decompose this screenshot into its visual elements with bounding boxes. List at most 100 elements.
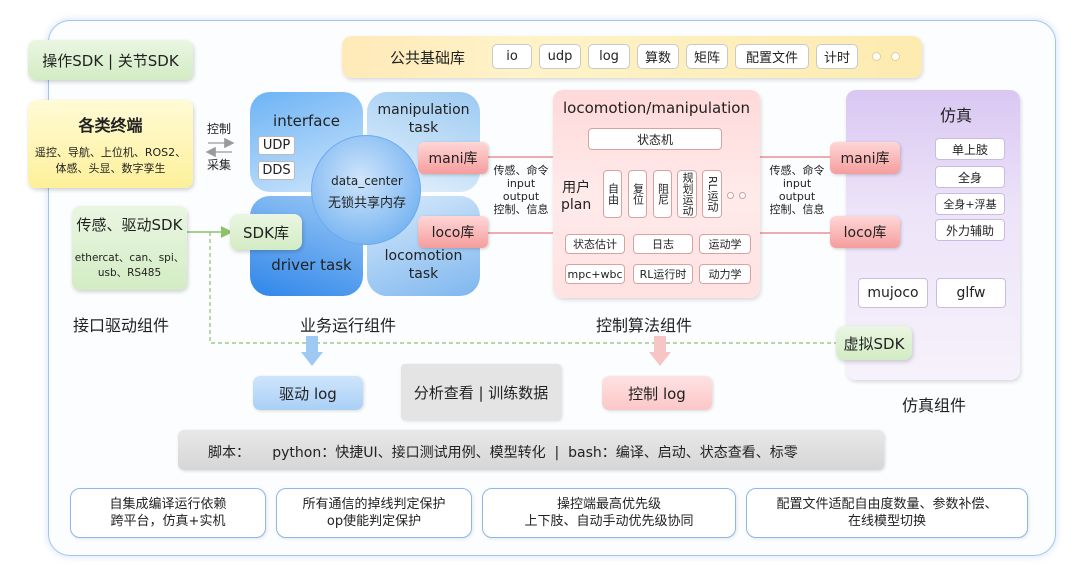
rl-runtime: RL运行时 bbox=[633, 264, 693, 284]
mpc-wbc: mpc+wbc bbox=[565, 264, 625, 284]
engine-mujoco: mujoco bbox=[858, 278, 928, 308]
group-label-control-algo: 控制算法组件 bbox=[596, 316, 693, 335]
sensor-sdk-box: 传感、驱动SDK ethercat、can、spi、 usb、RS485 bbox=[72, 206, 187, 290]
feature-3-line2: 上下肢、自动手动优先级协同 bbox=[524, 514, 694, 529]
kinematics: 运动学 bbox=[699, 234, 751, 254]
manipulation-label-1: manipulation bbox=[377, 102, 470, 118]
control-title: locomotion/manipulation bbox=[563, 99, 750, 117]
sim-whole-body: 全身 bbox=[935, 166, 1005, 188]
virtual-sdk-dashed-line bbox=[209, 232, 836, 344]
right-flow-3: output bbox=[778, 190, 816, 203]
manipulation-label-2: task bbox=[408, 120, 439, 136]
sim-mani-lib: mani库 bbox=[830, 142, 900, 174]
analysis-box: 分析查看 | 训练数据 bbox=[401, 364, 561, 420]
state-damping: 阻尼 bbox=[653, 170, 672, 218]
right-flow-2: input bbox=[782, 177, 812, 190]
script-text: 脚本： python：快捷UI、接口测试用例、模型转化 | bash：编译、启动… bbox=[208, 445, 798, 461]
sim-floating-base: 全身+浮基 bbox=[935, 193, 1005, 215]
lib-math: 算数 bbox=[637, 44, 679, 69]
engine-glfw: glfw bbox=[936, 278, 1006, 308]
logging: 日志 bbox=[633, 234, 693, 254]
sensor-sdk-line1: ethercat、can、spi、 bbox=[74, 252, 185, 264]
public-lib-title: 公共基础库 bbox=[390, 49, 466, 67]
public-lib-bar: 公共基础库 io udp log 算数 矩阵 配置文件 计时 bbox=[342, 36, 922, 78]
left-flow-2: input bbox=[506, 177, 536, 190]
feature-box-1: 自集成编译运行依赖 跨平台，仿真+实机 bbox=[70, 488, 266, 538]
script-bar: 脚本： python：快捷UI、接口测试用例、模型转化 | bash：编译、启动… bbox=[178, 430, 884, 470]
sensor-sdk-title: 传感、驱动SDK bbox=[76, 216, 183, 234]
state-more-dot-2 bbox=[739, 192, 746, 199]
sim-force-assist: 外力辅助 bbox=[935, 219, 1005, 241]
feature-1-line2: 跨平台，仿真+实机 bbox=[110, 514, 226, 529]
right-flow-1: 传感、命令 bbox=[769, 164, 825, 177]
interface-label: interface bbox=[273, 112, 340, 130]
data-center-circle: data_center 无锁共享内存 bbox=[311, 135, 421, 245]
state-machine-box: 状态机 bbox=[588, 128, 722, 150]
terminals-items-1: 遥控、导航、上位机、ROS2、 bbox=[34, 146, 187, 159]
user-plan-2: plan bbox=[561, 197, 592, 213]
state-rl-motion: RL运动 bbox=[702, 170, 722, 218]
user-plan-1: 用户 bbox=[562, 180, 591, 196]
feature-box-3: 操控端最高优先级 上下肢、自动手动优先级协同 bbox=[482, 488, 736, 538]
feature-3-line1: 操控端最高优先级 bbox=[556, 497, 661, 512]
terminals-title: 各类终端 bbox=[78, 116, 143, 135]
left-flow-labels: 传感、命令 input output 控制、信息 bbox=[490, 164, 552, 216]
collect-label: 采集 bbox=[207, 158, 232, 172]
left-flow-4: 控制、信息 bbox=[493, 203, 549, 216]
simulation-title: 仿真 bbox=[939, 106, 972, 125]
dynamics: 动力学 bbox=[699, 264, 751, 284]
group-label-interface-driver: 接口驱动组件 bbox=[73, 316, 170, 335]
right-flow-labels: 传感、命令 input output 控制、信息 bbox=[764, 164, 830, 216]
drive-log-box: 驱动 log bbox=[253, 376, 363, 410]
terminals-box: 各类终端 遥控、导航、上位机、ROS2、 体感、头显、数字孪生 bbox=[28, 100, 193, 188]
lib-matrix: 矩阵 bbox=[686, 44, 728, 69]
feature-1-line1: 自集成编译运行依赖 bbox=[109, 497, 227, 512]
feature-box-2: 所有通信的掉线判定保护 op使能判定保护 bbox=[276, 488, 472, 538]
group-label-simulation: 仿真组件 bbox=[902, 396, 967, 415]
group-label-business: 业务运行组件 bbox=[300, 316, 397, 335]
udp-tag: UDP bbox=[258, 136, 295, 155]
operation-sdk-box: 操作SDK | 关节SDK bbox=[28, 40, 193, 80]
state-free: 自由 bbox=[603, 170, 622, 218]
lib-udp: udp bbox=[539, 44, 581, 69]
drive-log-arrow bbox=[301, 336, 323, 366]
lib-config: 配置文件 bbox=[735, 44, 809, 69]
control-log-arrow bbox=[649, 336, 671, 366]
feature-2-line2: op使能判定保护 bbox=[326, 514, 422, 529]
locomotion-label-1: locomotion bbox=[384, 248, 463, 264]
lib-timer: 计时 bbox=[816, 44, 858, 69]
dds-tag: DDS bbox=[258, 161, 295, 180]
feature-2-line1: 所有通信的掉线判定保护 bbox=[302, 497, 446, 512]
sim-single-arm: 单上肢 bbox=[935, 138, 1005, 160]
control-label: 控制 bbox=[207, 122, 232, 136]
feature-4-line2: 在线模型切换 bbox=[847, 514, 926, 529]
lib-io: io bbox=[492, 44, 532, 69]
control-algo-box: locomotion/manipulation 状态机 用户 plan 自由 复… bbox=[553, 90, 760, 298]
right-flow-4: 控制、信息 bbox=[769, 203, 825, 216]
feature-box-4: 配置文件适配自由度数量、参数补偿、 在线模型切换 bbox=[746, 488, 1028, 538]
state-reset: 复位 bbox=[628, 170, 647, 218]
sim-loco-lib: loco库 bbox=[830, 216, 900, 248]
terminals-items-2: 体感、头显、数字孪生 bbox=[55, 162, 166, 175]
sensor-sdk-line2: usb、RS485 bbox=[97, 267, 162, 279]
user-plan-label: 用户 plan bbox=[561, 180, 591, 214]
shared-memory-label: 无锁共享内存 bbox=[327, 196, 406, 211]
locomotion-label-2: task bbox=[408, 266, 439, 282]
left-flow-1: 传感、命令 bbox=[493, 164, 549, 177]
state-more-dot-1 bbox=[727, 192, 734, 199]
sdk-lib-box: SDK库 bbox=[230, 214, 302, 250]
data-center-label: data_center bbox=[331, 174, 403, 188]
control-log-box: 控制 log bbox=[602, 376, 712, 410]
lib-log: log bbox=[588, 44, 630, 69]
more-dot-2 bbox=[891, 52, 900, 61]
left-flow-3: output bbox=[502, 190, 540, 203]
feature-4-line1: 配置文件适配自由度数量、参数补偿、 bbox=[776, 497, 998, 512]
business-mani-lib: mani库 bbox=[418, 142, 488, 174]
business-loco-lib: loco库 bbox=[418, 216, 488, 248]
more-dot-1 bbox=[872, 52, 881, 61]
state-estimation: 状态估计 bbox=[565, 234, 625, 254]
state-plan-motion: 规划运动 bbox=[677, 170, 697, 218]
virtual-sdk-box: 虚拟SDK bbox=[836, 326, 912, 360]
driver-task-label: driver task bbox=[271, 256, 352, 274]
